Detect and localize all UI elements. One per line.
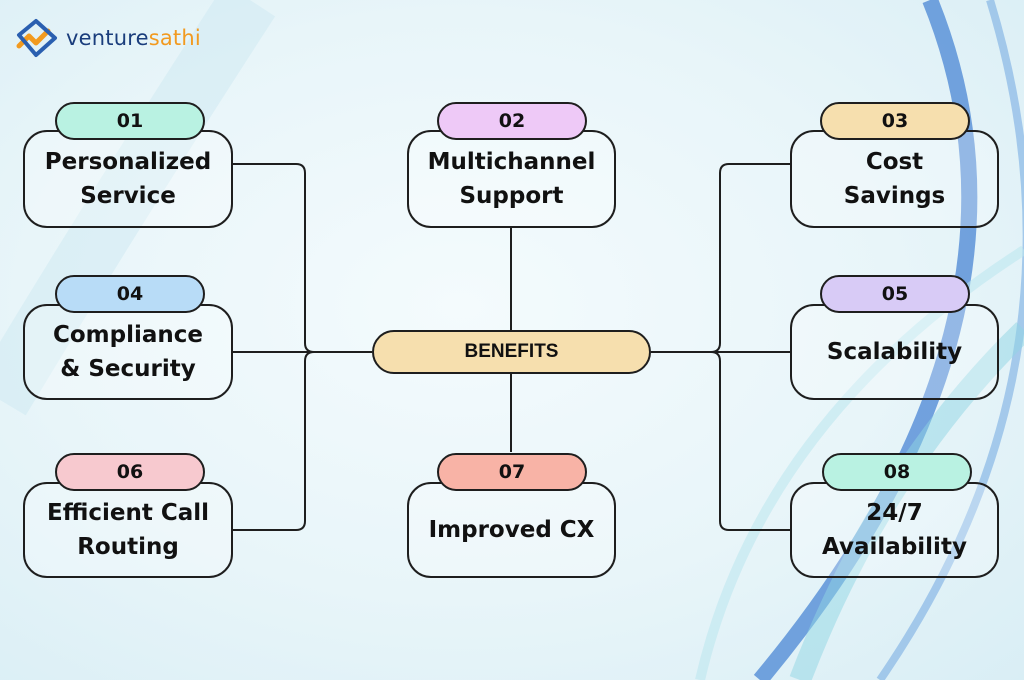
- logo-icon: [16, 19, 57, 57]
- benefit-number: 08: [822, 453, 972, 491]
- benefit-card: Scalability: [790, 304, 999, 400]
- brand-logo: venturesathi: [16, 18, 201, 58]
- benefit-number: 04: [55, 275, 205, 313]
- center-node: BENEFITS: [372, 330, 651, 374]
- brand-name-part2: sathi: [148, 26, 201, 50]
- benefit-label: Scalability: [826, 339, 963, 365]
- benefit-card: 24/7 Availability: [790, 482, 999, 578]
- benefit-label: Personalized Service: [44, 149, 212, 209]
- benefit-label: Improved CX: [428, 517, 595, 543]
- benefit-label: 24/7 Availability: [822, 500, 967, 560]
- benefit-number: 06: [55, 453, 205, 491]
- benefit-label: Compliance & Security: [52, 322, 203, 382]
- benefit-card: Multichannel Support: [407, 130, 616, 228]
- benefit-number: 02: [437, 102, 587, 140]
- benefit-card: Personalized Service: [23, 130, 233, 228]
- benefit-number: 01: [55, 102, 205, 140]
- benefit-label: Multichannel Support: [427, 149, 596, 209]
- benefit-number: 07: [437, 453, 587, 491]
- benefit-label: Efficient Call Routing: [46, 500, 210, 560]
- benefit-card: Cost Savings: [790, 130, 999, 228]
- brand-name: venturesathi: [66, 26, 201, 50]
- brand-name-part1: venture: [66, 26, 149, 50]
- benefit-card: Improved CX: [407, 482, 616, 578]
- benefit-number: 03: [820, 102, 970, 140]
- benefit-card: Efficient Call Routing: [23, 482, 233, 578]
- benefit-card: Compliance & Security: [23, 304, 233, 400]
- benefit-label: Cost Savings: [843, 149, 946, 209]
- benefit-number: 05: [820, 275, 970, 313]
